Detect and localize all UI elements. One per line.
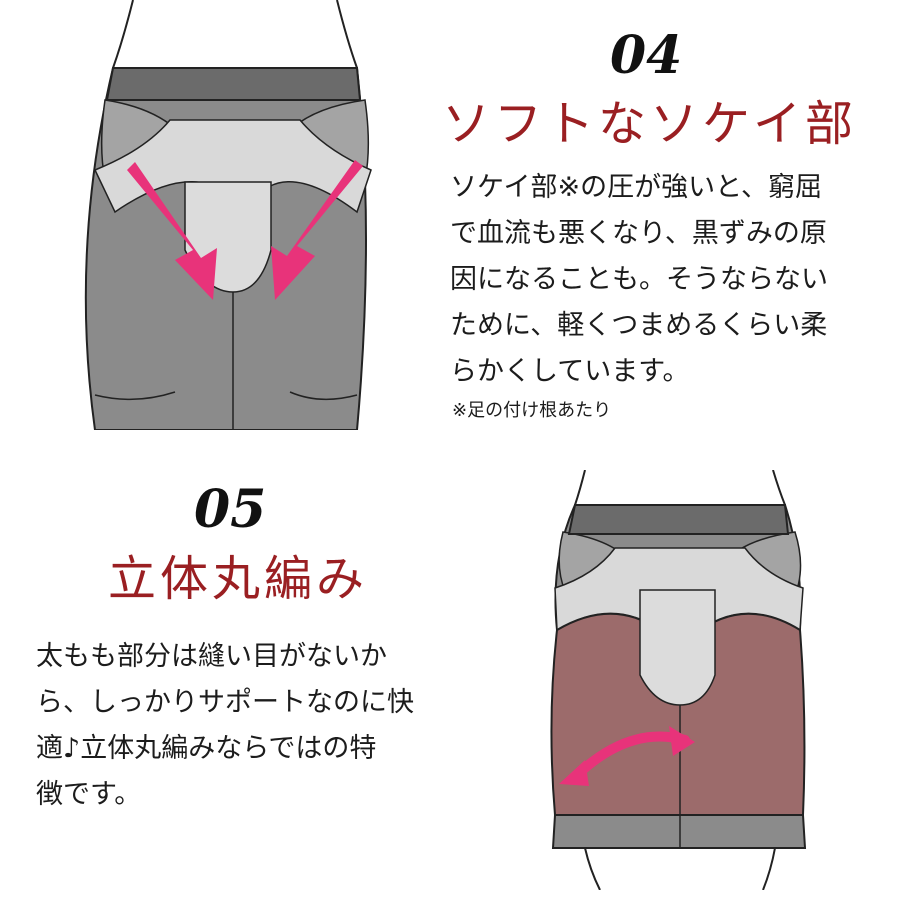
description-line: で血流も悪くなり、黒ずみの原 xyxy=(450,218,827,249)
feature-05-section: 05 立体丸編み 太もも部分は縫い目がないか ら、しっかりサポートなのに快 適♪… xyxy=(0,440,900,900)
feature-description: ソケイ部※の圧が強いと、窮屈 で血流も悪くなり、黒ずみの原 因になることも。そう… xyxy=(450,165,828,395)
description-line: 太もも部分は縫い目がないか xyxy=(36,641,387,672)
description-line: 徴です。 xyxy=(36,779,142,810)
pink-double-arrow-icon xyxy=(559,726,695,786)
pink-arrow-icon xyxy=(127,162,217,300)
description-line: 適♪立体丸編みならではの特 xyxy=(36,733,377,764)
feature-number: 04 xyxy=(610,25,683,86)
footnote: ※足の付け根あたり xyxy=(452,400,612,421)
feature-04-section: 04 ソフトなソケイ部 ソケイ部※の圧が強いと、窮屈 で血流も悪くなり、黒ずみの… xyxy=(0,0,900,440)
pink-arrow-icon xyxy=(271,160,363,300)
description-line: らかくしています。 xyxy=(450,356,690,387)
description-line: ために、軽くつまめるくらい柔 xyxy=(450,310,828,341)
description-line: 因になることも。そうならない xyxy=(450,264,828,295)
feature-description: 太もも部分は縫い目がないか ら、しっかりサポートなのに快 適♪立体丸編みならでは… xyxy=(36,634,414,818)
feature-number: 05 xyxy=(194,479,267,540)
shorts-illustration-thigh xyxy=(550,470,807,890)
description-line: ら、しっかりサポートなのに快 xyxy=(36,687,414,718)
description-line: ソケイ部※の圧が強いと、窮屈 xyxy=(450,172,823,203)
feature-title: ソフトなソケイ部 xyxy=(442,96,858,152)
shorts-illustration-groin xyxy=(84,0,372,430)
feature-title: 立体丸編み xyxy=(108,551,369,607)
